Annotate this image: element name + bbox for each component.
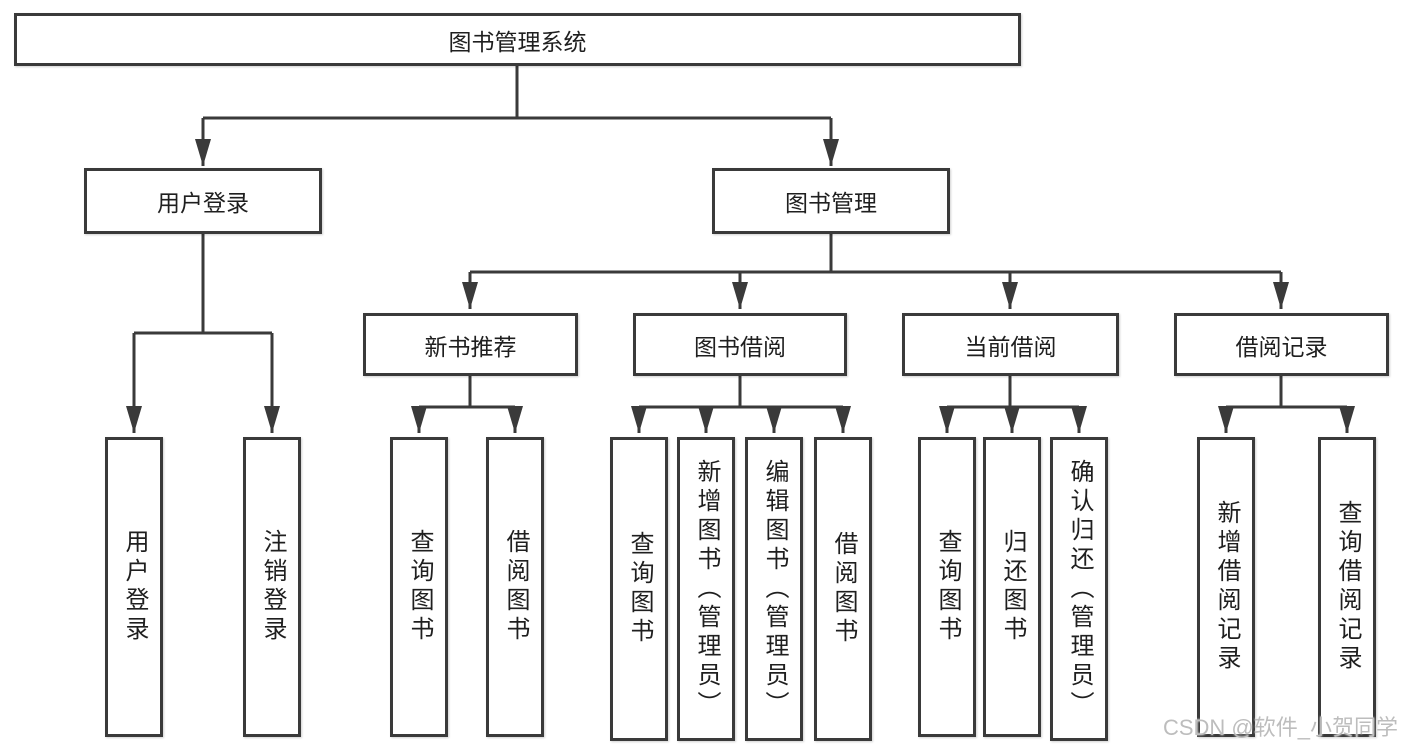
node-library-management-system: 图书管理系统 xyxy=(14,13,1021,66)
leaf-edit-books-admin: 编辑图书（管理员） xyxy=(745,437,803,741)
leaf-borrow-books-2: 借阅图书 xyxy=(814,437,872,741)
leaf-label: 归还图书 xyxy=(999,529,1026,645)
node-current-borrowing: 当前借阅 xyxy=(902,313,1119,376)
leaf-query-books-3: 查询图书 xyxy=(918,437,976,737)
node-label: 新书推荐 xyxy=(424,333,517,360)
leaf-query-books-1: 查询图书 xyxy=(390,437,448,737)
leaf-return-books: 归还图书 xyxy=(983,437,1041,737)
leaf-confirm-return-admin: 确认归还（管理员） xyxy=(1050,437,1108,741)
node-new-book-recommend: 新书推荐 xyxy=(363,313,578,376)
leaf-borrow-books-1: 借阅图书 xyxy=(486,437,544,737)
leaf-label: 查询图书 xyxy=(626,531,653,647)
leaf-logout: 注销登录 xyxy=(243,437,301,737)
leaf-label: 新增借阅记录 xyxy=(1213,500,1240,674)
csdn-watermark: CSDN @软件_小贺同学 xyxy=(1162,715,1398,740)
leaf-label: 编辑图书（管理员） xyxy=(761,458,788,720)
node-label: 当前借阅 xyxy=(964,333,1057,360)
leaf-label: 借阅图书 xyxy=(830,531,857,647)
leaf-label: 用户登录 xyxy=(121,529,148,645)
leaf-label: 确认归还（管理员） xyxy=(1066,458,1093,720)
node-borrowing-record: 借阅记录 xyxy=(1174,313,1389,376)
leaf-label: 注销登录 xyxy=(259,529,286,645)
leaf-user-login: 用户登录 xyxy=(105,437,163,737)
leaf-query-books-2: 查询图书 xyxy=(610,437,668,741)
leaf-label: 借阅图书 xyxy=(502,529,529,645)
leaf-label: 查询借阅记录 xyxy=(1334,500,1361,674)
node-label: 图书借阅 xyxy=(694,333,786,360)
node-label: 用户登录 xyxy=(157,190,249,216)
leaf-add-borrow-record: 新增借阅记录 xyxy=(1197,437,1255,737)
node-label: 借阅记录 xyxy=(1235,333,1328,360)
leaf-label: 查询图书 xyxy=(406,529,433,645)
node-label: 图书管理 xyxy=(785,190,877,216)
leaf-label: 新增图书（管理员） xyxy=(693,458,720,720)
node-label: 图书管理系统 xyxy=(448,28,587,55)
node-book-borrowing: 图书借阅 xyxy=(633,313,847,376)
leaf-label: 查询图书 xyxy=(934,529,961,645)
leaf-add-books-admin: 新增图书（管理员） xyxy=(677,437,735,741)
node-user-login-group: 用户登录 xyxy=(84,168,322,234)
leaf-query-borrow-record: 查询借阅记录 xyxy=(1318,437,1376,737)
node-book-management: 图书管理 xyxy=(712,168,950,234)
